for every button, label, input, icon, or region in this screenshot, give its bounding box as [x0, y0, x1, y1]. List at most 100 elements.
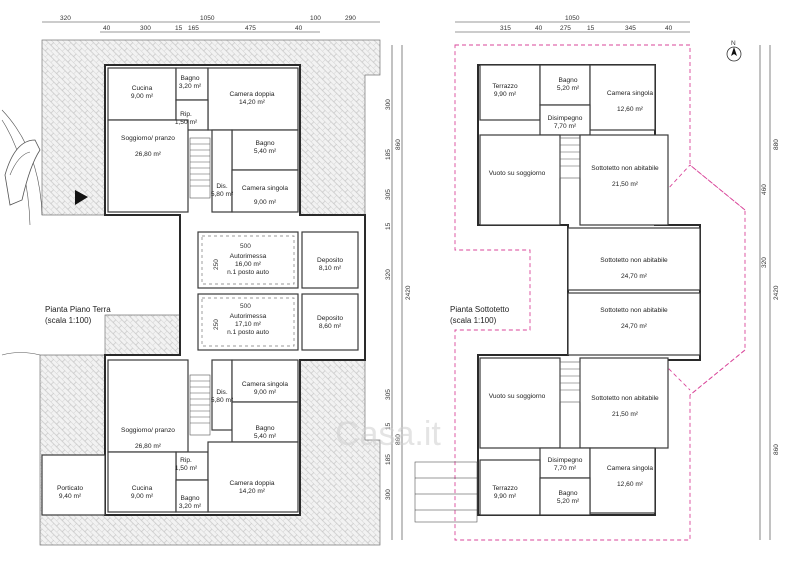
room-soggiorno-bottom — [107, 359, 189, 453]
svg-text:305: 305 — [385, 389, 392, 400]
roof-outline — [454, 44, 746, 541]
svg-text:15: 15 — [175, 25, 183, 32]
svg-text:860: 860 — [395, 434, 402, 445]
attic-sottotetto-1 — [579, 134, 669, 226]
label-attic-vuoto-bottom: Vuoto su soggiorno — [489, 393, 546, 400]
svg-text:320: 320 — [385, 269, 392, 280]
attic-plan-title: Pianta Sottotetto — [450, 305, 510, 314]
north-arrow-icon: N — [726, 40, 742, 62]
room-camera-doppia-top — [207, 67, 299, 131]
svg-text:275: 275 — [560, 25, 571, 32]
car-space-1 — [201, 235, 295, 285]
svg-text:40: 40 — [665, 25, 673, 32]
room-deposito-2 — [301, 293, 359, 351]
svg-text:860: 860 — [395, 139, 402, 150]
svg-text:290: 290 — [345, 15, 356, 22]
svg-text:185: 185 — [385, 149, 392, 160]
ground-side-dimensions: 2420 300 185 305 15 860 320 860 305 15 1… — [385, 45, 412, 540]
svg-text:300: 300 — [385, 99, 392, 110]
label-attic-vuoto-top: Vuoto su soggiorno — [489, 170, 546, 177]
car-space-2 — [201, 297, 295, 347]
svg-text:165: 165 — [188, 25, 199, 32]
svg-text:320: 320 — [60, 15, 71, 22]
room-autorimessa-2 — [197, 293, 299, 351]
attic-side-dimensions: 2420 880 860 460 320 — [759, 45, 780, 540]
porticato-area — [41, 454, 106, 516]
svg-text:880: 880 — [773, 139, 780, 150]
attic-sottotetto-4 — [579, 357, 669, 449]
attic-plan-scale: (scala 1:100) — [450, 316, 497, 325]
label-dis-top: Dis.5,80 m² — [211, 183, 234, 198]
svg-text:15: 15 — [385, 222, 392, 230]
attic-camera-singola-bottom — [589, 447, 656, 514]
entrance-arrow-icon — [75, 190, 88, 205]
svg-text:500: 500 — [240, 303, 251, 310]
room-soggiorno-top — [107, 119, 189, 213]
svg-text:40: 40 — [295, 25, 303, 32]
attic-disimpegno-top — [539, 104, 591, 136]
svg-text:320: 320 — [761, 257, 768, 268]
ground-plan-scale: (scala 1:100) — [45, 316, 92, 325]
svg-text:1050: 1050 — [200, 15, 215, 22]
exterior-steps — [414, 461, 478, 523]
attic-terrazzo-top — [479, 64, 541, 121]
svg-text:2420: 2420 — [773, 285, 780, 300]
attic-stairs-bottom — [559, 361, 581, 403]
svg-text:185: 185 — [385, 454, 392, 465]
room-dis-top — [211, 129, 233, 213]
attic-vuoto-top — [479, 134, 561, 226]
svg-text:250: 250 — [213, 319, 220, 330]
svg-text:300: 300 — [385, 489, 392, 500]
stairs-bottom — [189, 374, 211, 436]
ground-plan-title: Pianta Piano Terra — [45, 305, 111, 314]
svg-text:315: 315 — [500, 25, 511, 32]
label-rip-top: Rip.1,50 m² — [175, 111, 198, 126]
svg-text:500: 500 — [240, 243, 251, 250]
svg-text:15: 15 — [587, 25, 595, 32]
room-bagno2-bottom — [231, 401, 299, 443]
attic-top-dimensions: 1050 315 40 275 15 345 40 — [455, 15, 690, 33]
svg-text:40: 40 — [535, 25, 543, 32]
svg-text:860: 860 — [773, 444, 780, 455]
svg-text:40: 40 — [103, 25, 111, 32]
room-autorimessa-1 — [197, 231, 299, 289]
room-camera-doppia-bottom — [207, 441, 299, 513]
svg-text:300: 300 — [140, 25, 151, 32]
attic-stairs-top — [559, 137, 581, 179]
label-dis-bottom: Dis.5,80 m² — [211, 389, 234, 404]
svg-text:475: 475 — [245, 25, 256, 32]
svg-text:460: 460 — [761, 184, 768, 195]
attic-camera-singola-top — [589, 64, 656, 131]
attic-sottotetto-2 — [567, 227, 701, 291]
garage-dimensions: 500 250 500 250 — [213, 243, 251, 330]
room-camera-singola-top — [231, 169, 299, 213]
room-deposito-1 — [301, 231, 359, 289]
svg-text:305: 305 — [385, 189, 392, 200]
room-bagno2-top — [231, 129, 299, 171]
attic-sottotetto-3 — [567, 292, 701, 356]
attic-bagno-top — [539, 64, 591, 106]
attic-bagno-bottom — [539, 477, 591, 516]
